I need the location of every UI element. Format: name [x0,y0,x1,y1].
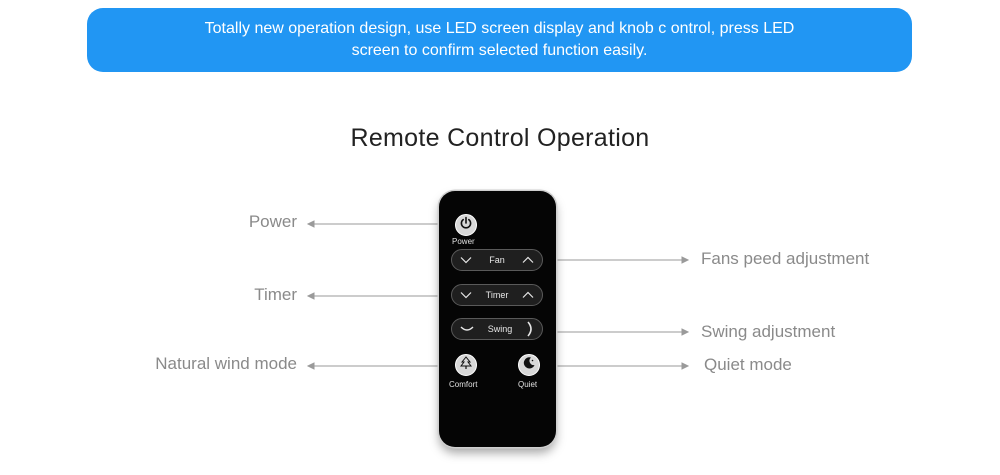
callout-timer: Timer [254,285,297,304]
arrow-swing [681,328,690,336]
swing-right-icon[interactable] [526,321,534,337]
swing-label: Swing [487,324,513,334]
callout-quiet: Quiet mode [704,355,792,374]
info-banner: Totally new operation design, use LED sc… [87,8,912,72]
comfort-button[interactable] [455,354,477,376]
arrow-quiet [681,362,690,370]
swing-left-icon[interactable] [460,325,474,333]
quiet-caption: Quiet [518,380,538,389]
callout-power: Power [248,212,297,231]
comfort-caption: Comfort [449,380,478,389]
callout-natural-wind: Natural wind mode [155,354,297,373]
power-button[interactable] [455,214,477,236]
remote-control: Power Fan Timer Swing [439,191,556,447]
callout-fan-speed: Fans peed adjustment [701,249,870,268]
timer-control[interactable]: Timer [451,284,543,306]
arrow-timer [306,292,315,300]
arrow-natural-wind [306,362,315,370]
power-icon [459,216,473,235]
tree-icon [459,355,473,375]
chevron-up-icon[interactable] [522,291,534,299]
chevron-down-icon[interactable] [460,256,472,264]
page-title: Remote Control Operation [350,124,650,152]
chevron-up-icon[interactable] [522,256,534,264]
callout-swing: Swing adjustment [701,322,836,341]
fan-label: Fan [489,255,505,265]
timer-label: Timer [485,290,509,300]
arrow-power [306,220,315,228]
fan-control[interactable]: Fan [451,249,543,271]
power-caption: Power [452,237,475,246]
quiet-button[interactable] [518,354,540,376]
banner-line-2: screen to confirm selected function easi… [351,42,648,59]
arrow-fan-speed [681,256,690,264]
banner-line-1: Totally new operation design, use LED sc… [204,20,795,37]
swing-control[interactable]: Swing [451,318,543,340]
moon-icon [522,356,536,375]
chevron-down-icon[interactable] [460,291,472,299]
